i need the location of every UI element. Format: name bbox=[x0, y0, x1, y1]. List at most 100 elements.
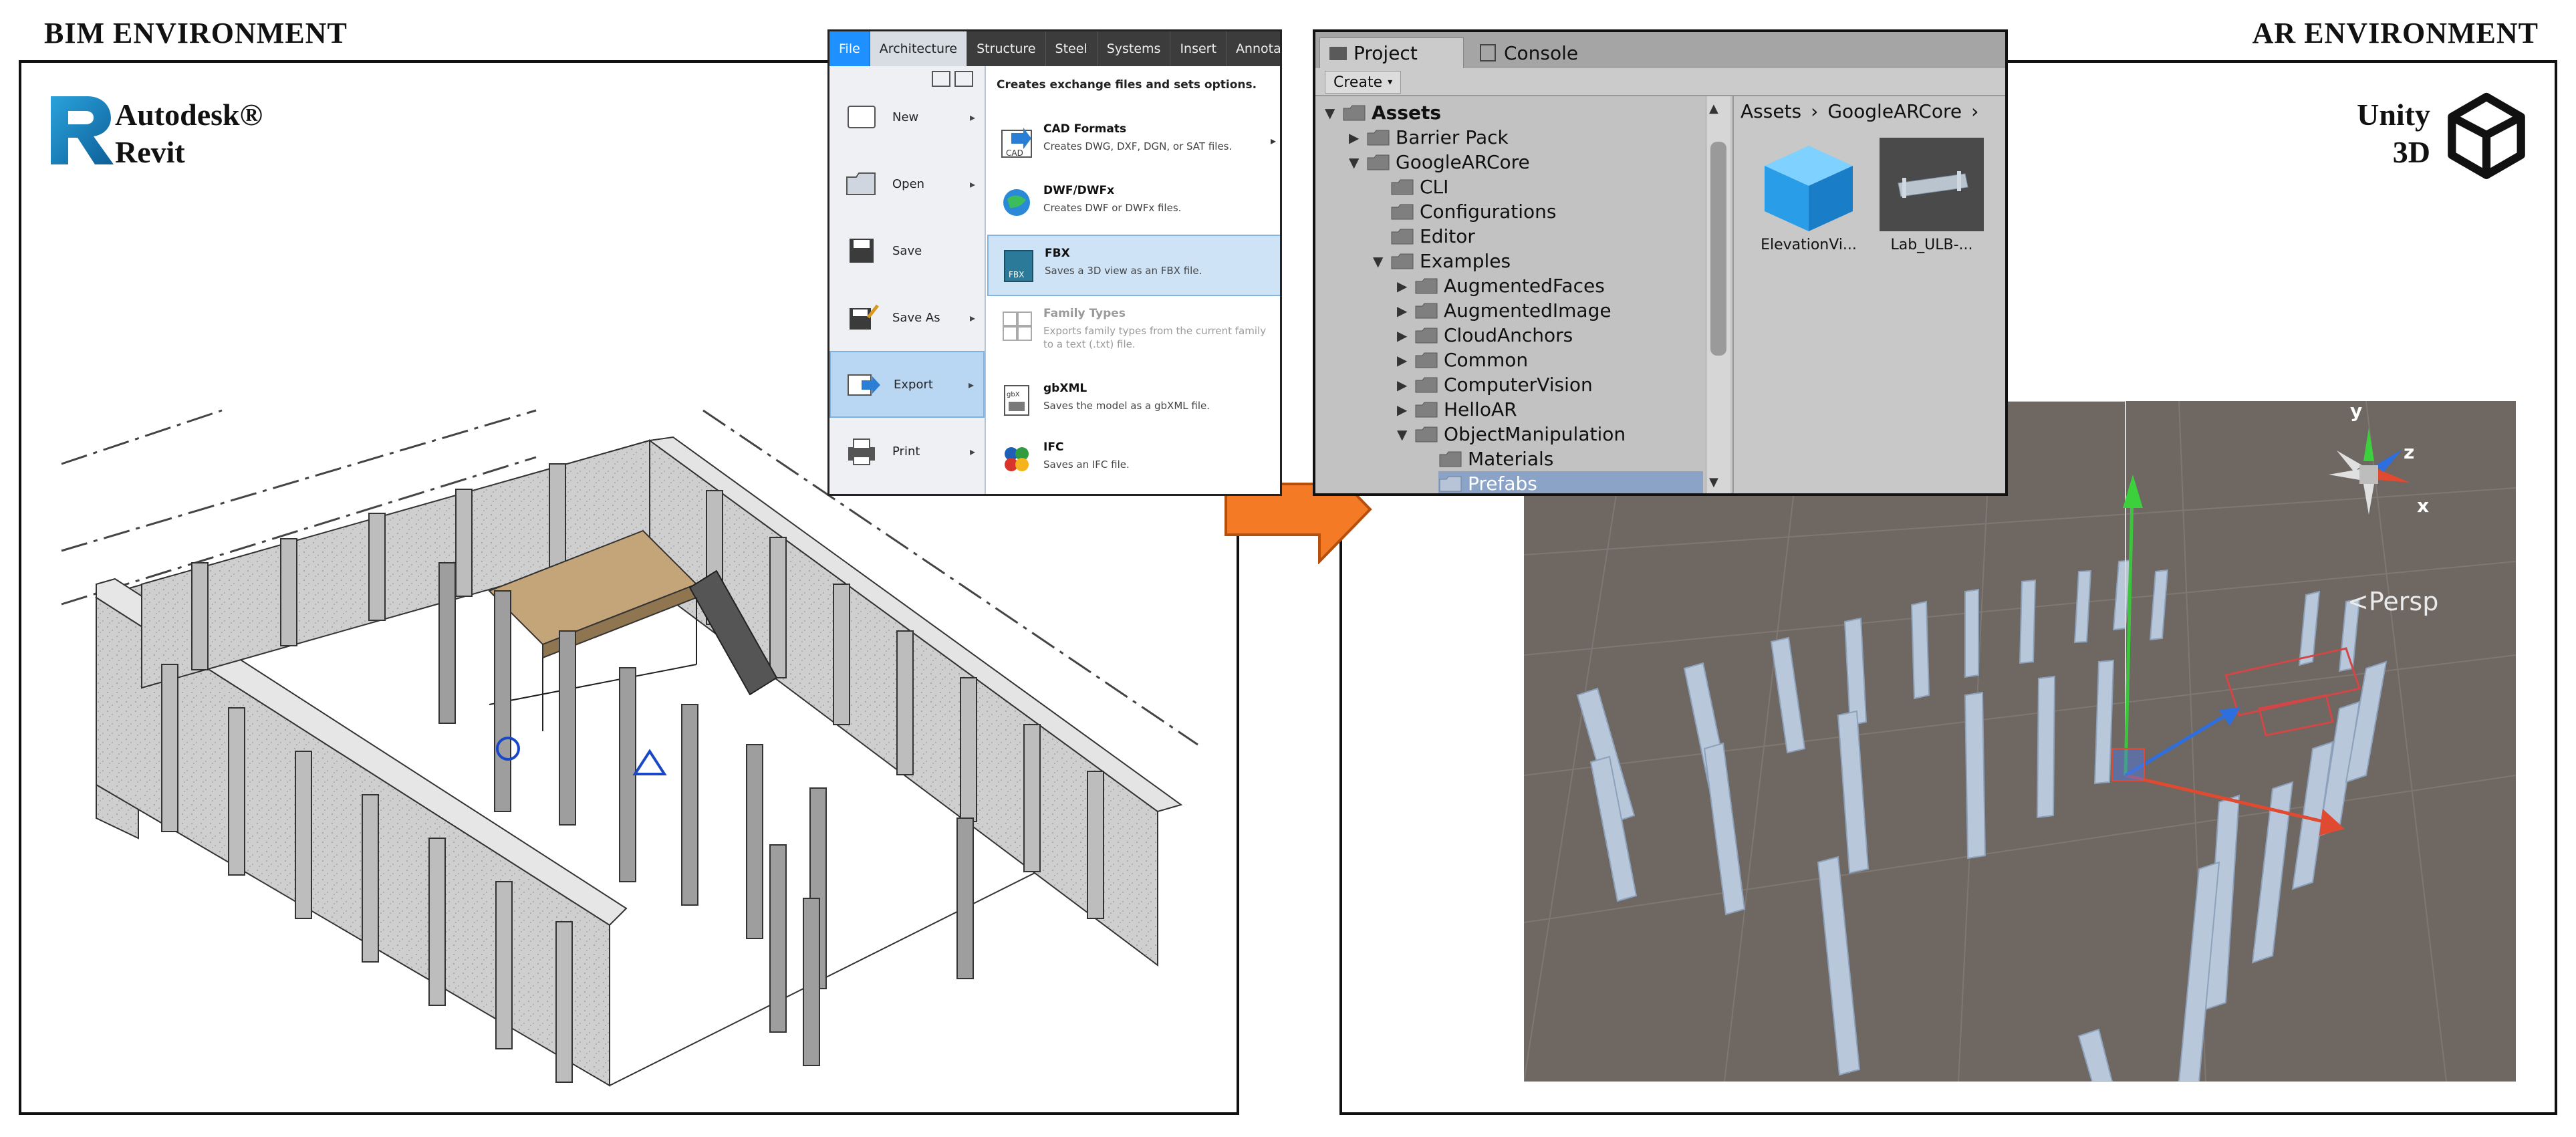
tab-architecture[interactable]: Architecture bbox=[870, 31, 968, 66]
tree-item-barrier-pack[interactable]: ▶Barrier Pack bbox=[1349, 126, 1509, 148]
folder-icon bbox=[1390, 253, 1414, 270]
tree-item-examples[interactable]: ▼Examples bbox=[1373, 250, 1511, 272]
folder-icon bbox=[1414, 376, 1438, 394]
asset-lab-ulb[interactable]: Lab_ULB-... bbox=[1878, 136, 1999, 270]
revit-brand-line2: Revit bbox=[115, 135, 185, 169]
tree-item-materials[interactable]: Materials bbox=[1438, 447, 1553, 471]
breadcrumb-assets[interactable]: Assets bbox=[1741, 100, 1802, 122]
folder-icon bbox=[1342, 104, 1366, 122]
tree-item-objectmanipulation[interactable]: ▼ObjectManipulation bbox=[1397, 423, 1626, 445]
export-command[interactable]: Export▸ bbox=[829, 351, 985, 418]
file-command-list: New▸ Open▸ Save Save As▸ Export▸ Print▸ bbox=[829, 66, 986, 494]
bim-environment-header: BIM ENVIRONMENT bbox=[44, 17, 348, 49]
new-file-icon bbox=[844, 102, 880, 132]
submenu-arrow-icon: ▸ bbox=[969, 110, 975, 124]
open-folder-icon bbox=[844, 169, 880, 199]
export-option-ifc[interactable]: IFC Saves an IFC file. bbox=[987, 430, 1280, 491]
folder-icon bbox=[1390, 228, 1414, 245]
revit-brand-name: Autodesk® Revit bbox=[115, 96, 263, 171]
tab-console[interactable]: Console bbox=[1470, 37, 1618, 68]
folder-icon bbox=[1390, 178, 1414, 196]
tree-item-editor[interactable]: Editor bbox=[1390, 224, 1475, 249]
submenu-arrow-icon: ▸ bbox=[969, 177, 975, 191]
submenu-arrow-icon: ▸ bbox=[968, 378, 974, 391]
tree-item-computervision[interactable]: ▶ComputerVision bbox=[1397, 374, 1593, 396]
collapse-arrow-icon: ▶ bbox=[1397, 376, 1408, 393]
export-option-gbxml[interactable]: gbX gbXML Saves the model as a gbXML fil… bbox=[987, 371, 1280, 432]
collapse-arrow-icon: ▶ bbox=[1397, 277, 1408, 294]
tree-item-helloar[interactable]: ▶HelloAR bbox=[1397, 398, 1517, 420]
submenu-arrow-icon: ▸ bbox=[1270, 134, 1276, 147]
unity-project-window: Project Console Create▾ ▼Assets ▶Barrier… bbox=[1313, 29, 2008, 496]
tab-steel[interactable]: Steel bbox=[1046, 31, 1098, 66]
perspective-label[interactable]: <Persp bbox=[2347, 587, 2439, 616]
tab-project[interactable]: Project bbox=[1319, 37, 1464, 68]
revit-logo-icon bbox=[51, 96, 114, 164]
grid-lines bbox=[61, 409, 1198, 746]
folder-icon bbox=[1414, 352, 1438, 369]
scene-platform bbox=[2224, 647, 2361, 737]
folder-icon bbox=[1366, 154, 1390, 171]
svg-text:CAD: CAD bbox=[1006, 148, 1023, 158]
quick-access-toolbar[interactable] bbox=[930, 69, 977, 89]
tree-item-cli[interactable]: CLI bbox=[1390, 174, 1448, 199]
folder-tab-icon bbox=[1329, 46, 1347, 60]
save-as-command[interactable]: Save As▸ bbox=[829, 284, 985, 351]
project-folder-tree: ▼Assets ▶Barrier Pack ▼GoogleARCore CLI … bbox=[1315, 96, 1703, 493]
save-command[interactable]: Save bbox=[829, 217, 985, 284]
unity-logo-icon bbox=[2448, 92, 2525, 179]
tab-structure[interactable]: Structure bbox=[967, 31, 1046, 66]
tab-insert[interactable]: Insert bbox=[1170, 31, 1227, 66]
asset-elevationvi[interactable]: ElevationVi... bbox=[1755, 136, 1862, 270]
folder-icon bbox=[1414, 426, 1438, 443]
export-menu-header: Creates exchange files and sets options. bbox=[997, 78, 1257, 92]
scrollbar-thumb[interactable] bbox=[1710, 142, 1726, 356]
scroll-up-icon[interactable]: ▲ bbox=[1709, 102, 1718, 116]
transform-gizmo bbox=[1524, 401, 2345, 836]
orientation-gizmo-icon[interactable] bbox=[2329, 428, 2410, 515]
tree-item-configurations[interactable]: Configurations bbox=[1390, 199, 1556, 224]
svg-text:gbX: gbX bbox=[1007, 391, 1020, 398]
new-command[interactable]: New▸ bbox=[829, 84, 985, 150]
open-command[interactable]: Open▸ bbox=[829, 150, 985, 217]
submenu-arrow-icon: ▸ bbox=[969, 311, 975, 324]
expand-arrow-icon: ▼ bbox=[1373, 253, 1384, 269]
export-option-fbx[interactable]: FBX FBX Saves a 3D view as an FBX file. bbox=[987, 235, 1280, 296]
tab-file[interactable]: File bbox=[829, 31, 870, 66]
print-command[interactable]: Print▸ bbox=[829, 418, 985, 485]
tab-annotate[interactable]: Annotate bbox=[1227, 31, 1280, 66]
mezzanine-platform bbox=[488, 529, 778, 731]
fbx-icon: FBX bbox=[1002, 248, 1035, 284]
y-axis-arrow-icon bbox=[2123, 475, 2143, 508]
tree-item-cloudanchors[interactable]: ▶CloudAnchors bbox=[1397, 324, 1573, 346]
scene-content bbox=[1524, 401, 2516, 1082]
gbxml-icon: gbX bbox=[1001, 383, 1034, 419]
unity-scene-view[interactable]: y z x <Persp bbox=[1524, 401, 2516, 1082]
family-types-icon bbox=[1001, 308, 1034, 344]
create-dropdown-button[interactable]: Create▾ bbox=[1325, 71, 1402, 94]
save-icon bbox=[844, 236, 880, 265]
unity-brand-name: Unity 3D bbox=[2357, 96, 2430, 171]
export-option-family-types[interactable]: Family Types Exports family types from t… bbox=[987, 296, 1280, 358]
chevron-down-icon: ▾ bbox=[1388, 77, 1393, 88]
export-option-dwf[interactable]: DWF/DWFx Creates DWF or DWFx files. bbox=[987, 173, 1280, 235]
unity-brand-line2: 3D bbox=[2392, 135, 2430, 169]
survey-point-icon bbox=[632, 749, 667, 775]
export-option-cad-formats[interactable]: CAD CAD Formats Creates DWG, DXF, DGN, o… bbox=[987, 112, 1280, 173]
asset-grid-pane: Assets › GoogleARCore › ElevationVi... L… bbox=[1732, 96, 2005, 493]
tree-item-prefabs[interactable]: Prefabs bbox=[1438, 471, 1703, 493]
breadcrumb: Assets › GoogleARCore › bbox=[1741, 96, 1978, 126]
export-icon bbox=[846, 370, 882, 399]
tree-item-assets[interactable]: ▼Assets bbox=[1325, 102, 1442, 124]
tree-item-augmentedimage[interactable]: ▶AugmentedImage bbox=[1397, 299, 1612, 322]
scroll-down-icon[interactable]: ▼ bbox=[1709, 475, 1718, 489]
tree-item-common[interactable]: ▶Common bbox=[1397, 349, 1529, 371]
ar-environment-header: AR ENVIRONMENT bbox=[2252, 17, 2539, 49]
tree-item-googlearcore[interactable]: ▼GoogleARCore bbox=[1349, 151, 1530, 173]
folder-icon bbox=[1390, 203, 1414, 221]
tree-scrollbar[interactable]: ▲ ▼ bbox=[1706, 96, 1730, 493]
model-thumbnail-icon bbox=[1880, 138, 1984, 231]
tree-item-augmentedfaces[interactable]: ▶AugmentedFaces bbox=[1397, 275, 1605, 297]
tab-systems[interactable]: Systems bbox=[1098, 31, 1171, 66]
breadcrumb-googlearcore[interactable]: GoogleARCore bbox=[1827, 100, 1962, 122]
